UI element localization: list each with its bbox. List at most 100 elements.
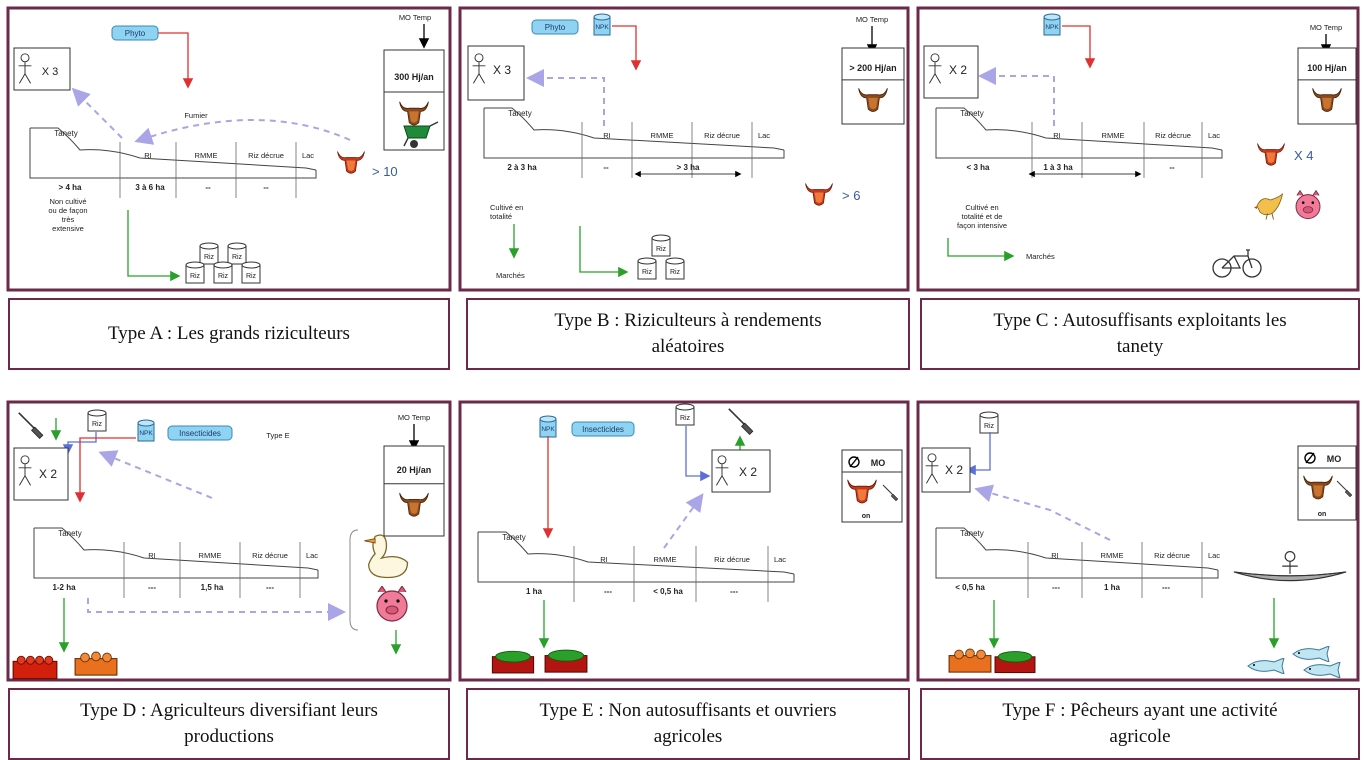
- household-size: X 2: [945, 463, 963, 477]
- terrain-line: [484, 107, 785, 151]
- zone-label: RI: [144, 151, 152, 160]
- market-label: Marchés: [1026, 252, 1055, 261]
- caption-text: Type D : Agriculteurs diversifiant leurs…: [80, 700, 378, 747]
- input-insecticides-box: [571, 421, 635, 437]
- rice-arrow: [685, 426, 711, 482]
- household-size: X 3: [42, 66, 59, 78]
- input-npk-drum-top: [1043, 13, 1061, 21]
- caption-text: Type E : Non autosuffisants et ouvriers …: [539, 700, 837, 747]
- production-icon: [544, 649, 588, 673]
- cattle-count: > 6: [842, 188, 860, 203]
- zone-label: Riz décrue: [1155, 131, 1191, 140]
- rice-stock-can-top: [241, 261, 261, 269]
- rice-stock-can-top: [213, 261, 233, 269]
- livestock-feed-arrow: [87, 598, 346, 621]
- rice-stock-can-top: [651, 234, 671, 242]
- input-npk: NPK: [1045, 24, 1059, 31]
- market-arrow: [947, 238, 1015, 262]
- zone-label: RMME: [195, 151, 218, 160]
- area-row-frame: [483, 108, 785, 159]
- household-box: [467, 45, 525, 101]
- zone-label: RMME: [1102, 131, 1125, 140]
- input-npk: NPK: [595, 24, 609, 31]
- terrain-line: [30, 127, 317, 171]
- market-label: Marchés: [496, 271, 525, 280]
- production-icon: [491, 650, 535, 674]
- terrain-line: [936, 527, 1219, 571]
- input-phyto: Phyto: [545, 23, 566, 32]
- area-row-frame: [29, 128, 317, 179]
- area-value: 1 à 3 ha: [1043, 163, 1073, 172]
- zone-label: Lac: [306, 551, 318, 560]
- input-npk: NPK: [139, 430, 153, 437]
- rice-stock: Riz: [246, 273, 257, 280]
- labor-header: MO Temp: [856, 15, 888, 24]
- input-arrow: [612, 25, 642, 71]
- zone-label: RI: [600, 555, 608, 564]
- area-value: > 3 ha: [677, 163, 700, 172]
- caption-text: Type B : Riziculteurs à rendements aléat…: [554, 310, 822, 357]
- zone-label: Lac: [758, 131, 770, 140]
- panel-caption: Type A : Les grands riziculteurs: [8, 298, 450, 370]
- input-npk-drum-top: [539, 415, 557, 423]
- labor-header: MO Temp: [1310, 23, 1342, 32]
- rice-input: Riz: [92, 421, 103, 428]
- labor-value: > 200 Hj/an: [849, 63, 896, 73]
- area-row-frame: [477, 532, 795, 583]
- zone-label: RI: [603, 131, 611, 140]
- area-value: 1-2 ha: [52, 583, 76, 592]
- panel-frame: [916, 400, 1360, 682]
- input-npk: NPK: [541, 426, 555, 433]
- area-value: 1 ha: [526, 587, 543, 596]
- type-tag: Type E: [266, 431, 289, 440]
- area-value: < 0,5 ha: [653, 587, 683, 596]
- zone-label: RI: [1053, 131, 1061, 140]
- production-icon: [994, 651, 1036, 674]
- area-row-frame: [935, 528, 1219, 579]
- rice-stock: Riz: [642, 269, 653, 276]
- terrain-line: [936, 107, 1223, 151]
- area-value: ---: [730, 587, 738, 596]
- null-sign-icon: [848, 456, 860, 468]
- output-arrow: [974, 484, 1111, 541]
- caption-text: Type A : Les grands riziculteurs: [108, 323, 350, 344]
- zone-label-tanety: Tanety: [54, 129, 78, 138]
- household-size: X 3: [493, 63, 511, 77]
- rice-input-can-top: [87, 409, 107, 417]
- rice-arrow: [965, 432, 991, 476]
- input-arrow: [158, 32, 194, 89]
- zone-label-tanety: Tanety: [960, 529, 984, 538]
- labor-box: [841, 47, 905, 125]
- caption-text: Type C : Autosuffisants exploitants les …: [993, 310, 1287, 357]
- panel-caption: Type D : Agriculteurs diversifiant leurs…: [8, 688, 450, 760]
- rice-stock-can-top: [665, 257, 685, 265]
- area-value: > 4 ha: [59, 183, 82, 192]
- panel-caption: Type F : Pêcheurs ayant une activité agr…: [920, 688, 1360, 760]
- labor-note: on: [1318, 511, 1327, 518]
- labor-value: 300 Hj/an: [394, 72, 434, 82]
- zone-label: Riz décrue: [714, 555, 750, 564]
- pig-icon: [1295, 190, 1321, 220]
- zone-label: RMME: [654, 555, 677, 564]
- zone-label-tanety: Tanety: [58, 529, 82, 538]
- labor-value: 100 Hj/an: [1307, 63, 1347, 73]
- input-insecticides-box: [167, 425, 233, 441]
- terrain-line: [34, 527, 319, 571]
- null-sign-icon: [1304, 452, 1316, 464]
- rice-stock-can-top: [227, 242, 247, 250]
- rice-input: Riz: [680, 415, 691, 422]
- household-size: X 2: [739, 465, 757, 479]
- rice-stock-can-top: [637, 257, 657, 265]
- input-insecticides: Insecticides: [582, 425, 624, 434]
- rice-stock-can-top: [185, 261, 205, 269]
- pig-icon: [376, 586, 408, 622]
- area-value: --: [263, 183, 269, 192]
- input-arrow: [74, 437, 136, 503]
